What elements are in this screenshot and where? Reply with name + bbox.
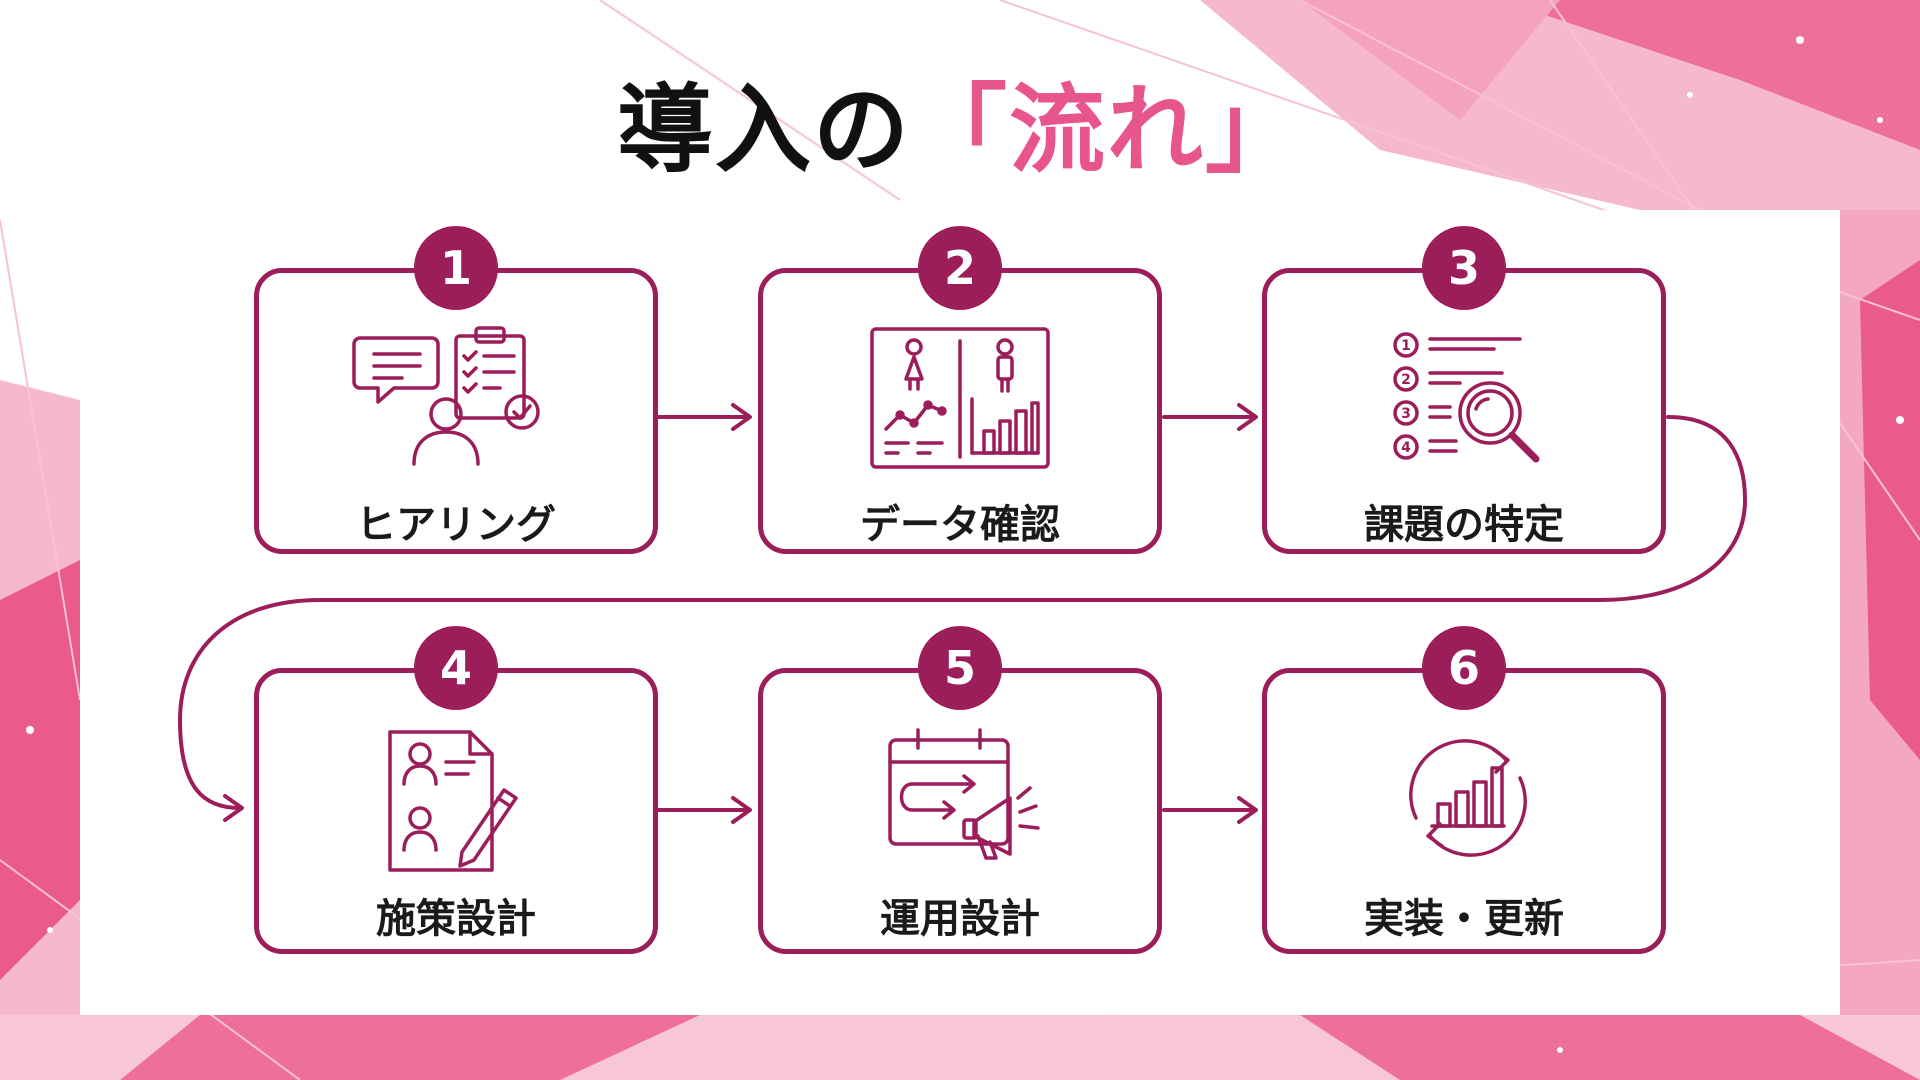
step-badge-4: 4 xyxy=(414,626,498,710)
step-label-1: ヒアリング xyxy=(356,502,556,548)
svg-text:4: 4 xyxy=(1401,440,1411,456)
svg-text:1: 1 xyxy=(1401,338,1411,354)
consultation-checklist-icon xyxy=(352,326,540,466)
svg-text:3: 3 xyxy=(1401,406,1411,422)
step-label-3: 課題の特定 xyxy=(1364,502,1564,548)
title-main: 導入の xyxy=(617,74,911,186)
step-label-2: データ確認 xyxy=(860,502,1060,548)
step-label-5: 運用設計 xyxy=(880,896,1040,942)
step-badge-5: 5 xyxy=(918,626,1002,710)
page-title: 導入の「流れ」 xyxy=(0,52,1920,191)
title-accent: 「流れ」 xyxy=(911,74,1303,186)
connector-3-4 xyxy=(178,415,1747,810)
step-card-6 xyxy=(1262,668,1666,954)
step-label-4: 施策設計 xyxy=(376,896,536,942)
step-badge-6: 6 xyxy=(1422,626,1506,710)
profile-document-pencil-icon xyxy=(388,730,518,872)
numbered-list-magnifier-icon: 1 2 3 4 xyxy=(1393,332,1540,463)
svg-text:2: 2 xyxy=(1401,372,1411,388)
step-badge-1: 1 xyxy=(414,226,498,310)
data-dashboard-icon xyxy=(870,327,1050,469)
cycle-bar-chart-icon xyxy=(1409,739,1527,857)
calendar-megaphone-icon xyxy=(888,728,1040,860)
step-badge-2: 2 xyxy=(918,226,1002,310)
step-card-3 xyxy=(1262,268,1666,554)
step-badge-3: 3 xyxy=(1422,226,1506,310)
step-label-6: 実装・更新 xyxy=(1364,896,1564,942)
